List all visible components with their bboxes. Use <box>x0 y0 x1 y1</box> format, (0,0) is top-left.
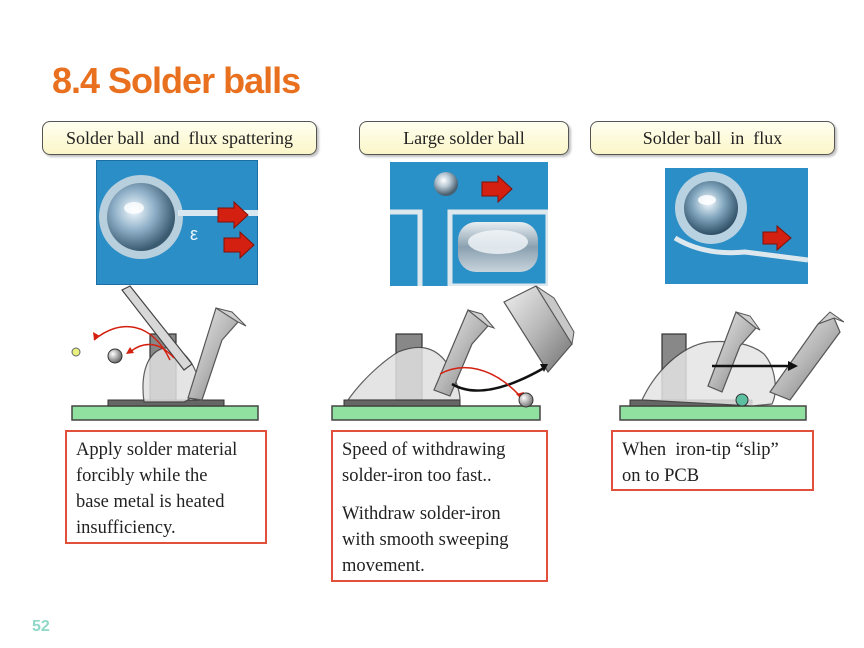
panel-2-description-remedy: Withdraw solder-iron with smooth sweepin… <box>342 504 509 576</box>
panel-2-description: Speed of withdrawing solder-iron too fas… <box>331 430 548 582</box>
panel-2-description-cause: Speed of withdrawing solder-iron too fas… <box>342 440 506 486</box>
panel-1-description-text: Apply solder material forcibly while the… <box>76 440 238 538</box>
solder-ball-photo-2 <box>390 162 548 286</box>
page-title: 8.4 Solder balls <box>52 60 301 101</box>
svg-text:ε: ε <box>190 224 198 244</box>
diagram-solder-ball-in-flux <box>619 311 844 421</box>
panel-2-header: Large solder ball <box>359 121 569 155</box>
panel-3-header: Solder ball in flux <box>590 121 835 155</box>
diagram-large-solder-ball <box>331 285 575 421</box>
panel-3-description-text: When iron-tip “slip” on to PCB <box>622 440 779 486</box>
solder-ball-photo-3 <box>665 168 808 284</box>
panel-1-header: Solder ball and flux spattering <box>42 121 317 155</box>
panel-1-description: Apply solder material forcibly while the… <box>65 430 267 544</box>
diagram-flux-spattering <box>71 285 259 421</box>
page-number: 52 <box>32 618 50 635</box>
solder-ball-photo-1: ε <box>96 160 258 285</box>
panel-3-description: When iron-tip “slip” on to PCB <box>611 430 814 491</box>
